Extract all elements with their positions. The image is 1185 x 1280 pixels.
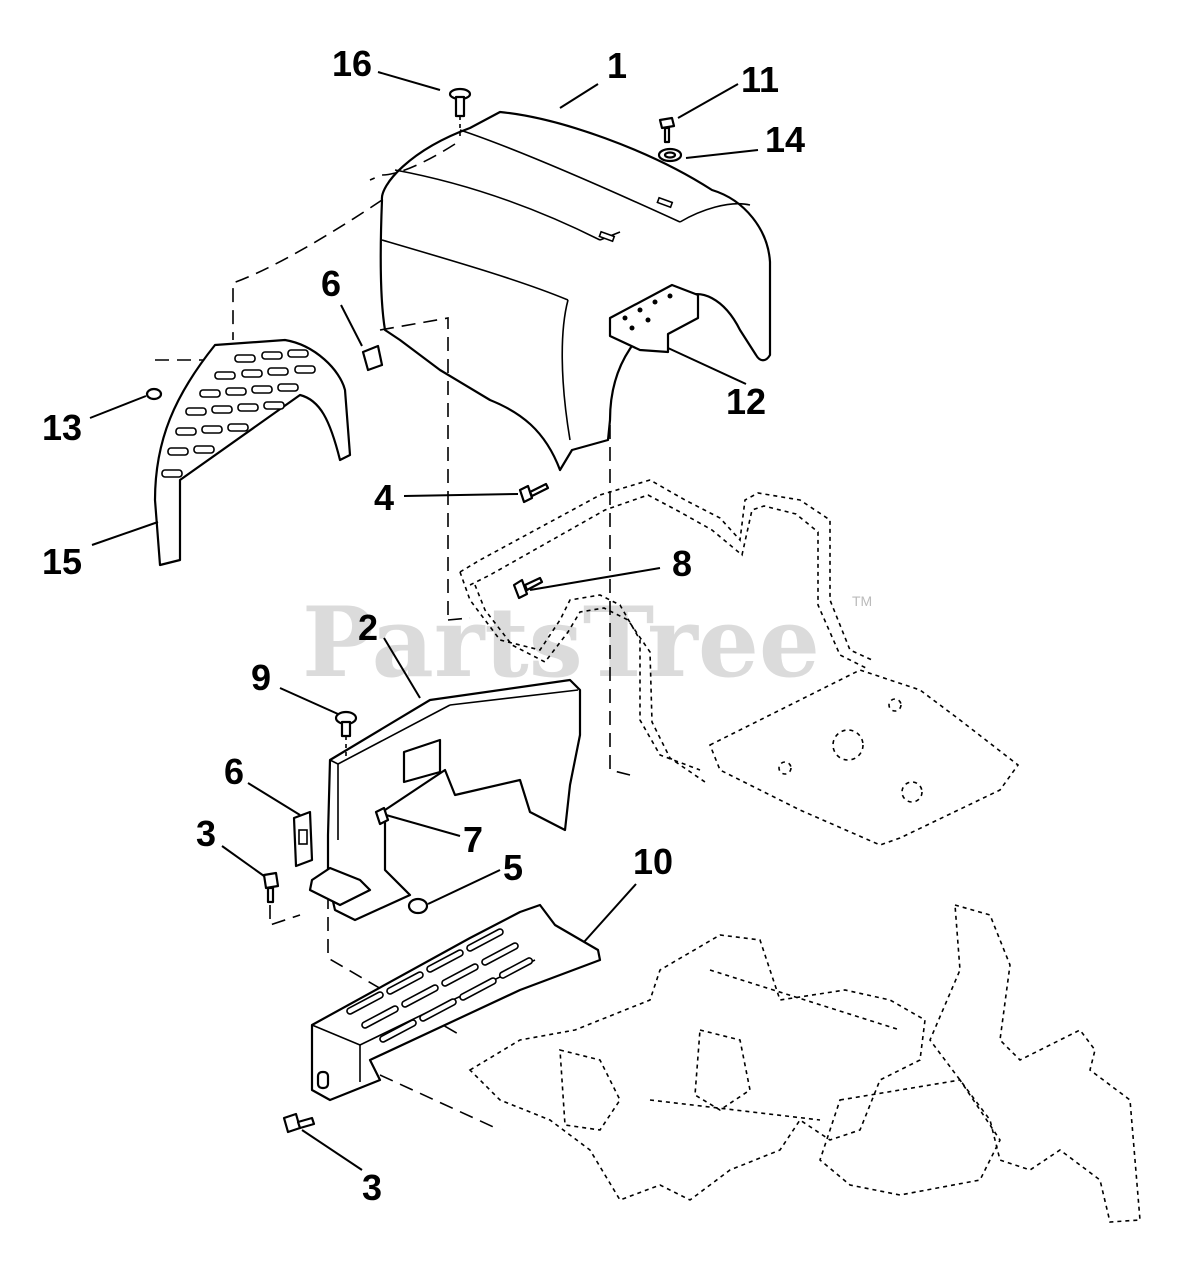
assembly-line [369,143,456,181]
nut-part-13 [145,387,163,401]
watermark-logo: PartsTree [302,586,820,699]
callout-4[interactable]: 4 [374,477,394,518]
callouts: 1 16 11 14 6 12 13 15 4 8 2 9 6 7 3 5 10… [42,43,805,1208]
floor-plate [708,669,1020,846]
callout-11[interactable]: 11 [741,59,779,100]
callout-1[interactable]: 1 [607,45,627,86]
lower-chassis [468,903,1141,1223]
screw-part-4 [518,482,550,504]
callout-2[interactable]: 2 [358,607,378,648]
leader-lines [89,71,759,1171]
clip-part-6-upper [361,344,384,372]
bolt-part-3-lower [282,1112,316,1134]
callout-16[interactable]: 16 [332,43,372,84]
push-pin-part-9 [334,710,358,760]
callout-6-lower[interactable]: 6 [224,751,244,792]
push-pin-part-16 [448,87,472,140]
watermark-trademark: TM [852,593,872,609]
callout-3-lower[interactable]: 3 [362,1167,382,1208]
fender-cover-part-1 [379,110,772,472]
callout-8[interactable]: 8 [672,543,692,584]
clip-part-6-lower [292,810,314,868]
callout-13[interactable]: 13 [42,407,82,448]
grille-screen-part-15 [153,338,352,567]
washer-part-14 [657,147,683,163]
callout-15[interactable]: 15 [42,541,82,582]
callout-9[interactable]: 9 [251,657,271,698]
support-channel-part-2 [308,678,582,922]
callout-14[interactable]: 14 [765,119,805,160]
bolt-part-11 [658,116,676,144]
bolt-part-3-upper [262,871,280,904]
screw-part-7 [374,806,390,826]
callout-7[interactable]: 7 [463,819,483,860]
frame-rail [459,479,873,783]
callout-12[interactable]: 12 [726,381,766,422]
callout-6-upper[interactable]: 6 [321,263,341,304]
callout-10[interactable]: 10 [633,841,673,882]
nut-part-5 [407,897,429,915]
callout-5[interactable]: 5 [503,847,523,888]
callout-3-upper[interactable]: 3 [196,813,216,854]
screw-part-8 [512,576,544,600]
step-plate-part-10 [310,903,602,1102]
